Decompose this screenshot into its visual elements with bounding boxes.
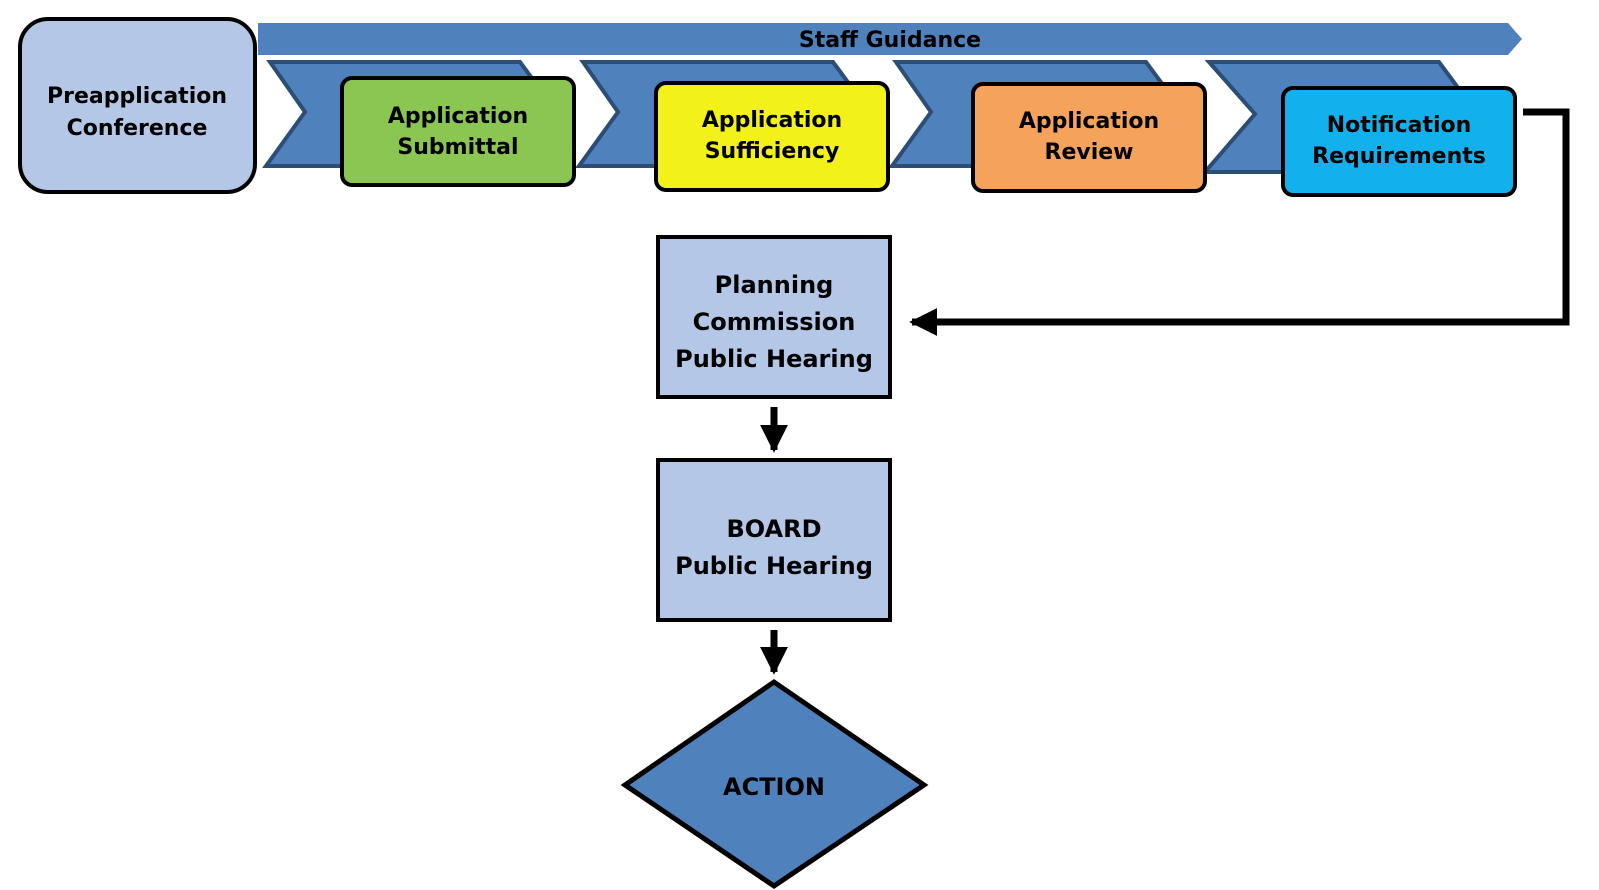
planning-commission-line-2: Commission	[693, 308, 856, 336]
notification-requirements-box: Notification Requirements	[1281, 86, 1517, 197]
application-review-line-2: Review	[1045, 140, 1134, 165]
preapplication-label-line-2: Conference	[67, 116, 208, 141]
application-submittal-line-1: Application	[388, 104, 528, 129]
board-hearing-box: BOARD Public Hearing	[656, 458, 892, 622]
banner-label: Staff Guidance	[799, 28, 981, 53]
notification-requirements-line-1: Notification	[1327, 113, 1472, 138]
application-sufficiency-line-1: Application	[702, 108, 842, 133]
planning-commission-hearing-box: Planning Commission Public Hearing	[656, 235, 892, 399]
action-decision-diamond: ACTION	[620, 678, 929, 890]
preapplication-label-line-1: Preapplication	[47, 84, 227, 109]
preapplication-conference-box: Preapplication Conference	[18, 17, 257, 194]
board-hearing-line-1: BOARD	[726, 515, 821, 543]
application-sufficiency-box: Application Sufficiency	[654, 81, 890, 192]
application-submittal-line-2: Submittal	[397, 135, 518, 160]
application-review-line-1: Application	[1019, 109, 1159, 134]
application-review-box: Application Review	[971, 82, 1207, 193]
connector-notification-to-planning	[909, 108, 1570, 336]
board-hearing-line-2: Public Hearing	[675, 552, 873, 580]
planning-commission-line-3: Public Hearing	[675, 345, 873, 373]
application-submittal-box: Application Submittal	[340, 76, 576, 187]
staff-guidance-banner: Staff Guidance	[258, 23, 1522, 55]
action-label: ACTION	[723, 773, 825, 801]
notification-requirements-line-2: Requirements	[1312, 144, 1486, 169]
banner-arrow-shape	[258, 23, 1522, 55]
application-sufficiency-line-2: Sufficiency	[705, 139, 840, 164]
planning-commission-line-1: Planning	[715, 271, 834, 299]
